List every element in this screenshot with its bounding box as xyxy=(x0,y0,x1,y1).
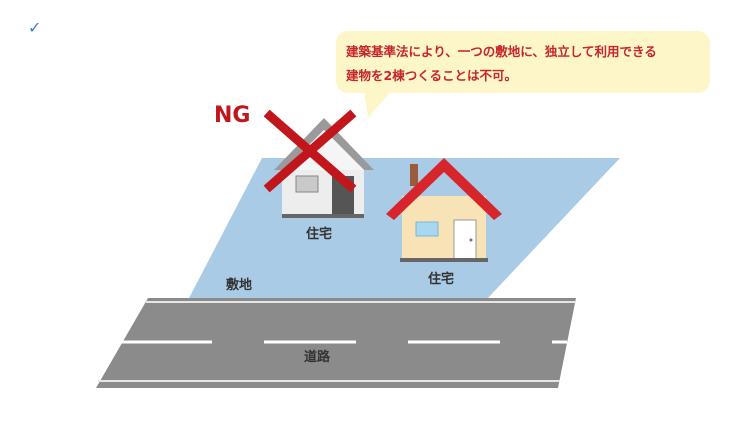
bubble-line-2: 建物を2棟つくることは不可。 xyxy=(346,68,517,83)
house-right-label: 住宅 xyxy=(428,272,455,287)
bubble-text: 建築基準法により、一つの敷地に、独立して利用できる 建物を2棟つくることは不可。 xyxy=(346,40,706,88)
ng-cross-icon xyxy=(263,109,357,193)
check-icon: ✓ xyxy=(28,18,42,37)
bubble-line-1: 建築基準法により、一つの敷地に、独立して利用できる xyxy=(346,44,657,59)
site-label: 敷地 xyxy=(226,278,253,293)
ng-label: NG xyxy=(214,103,251,128)
house-left-label: 住宅 xyxy=(306,227,333,242)
house-right xyxy=(386,158,502,262)
speech-bubble xyxy=(336,31,710,93)
bubble-tail xyxy=(364,90,392,118)
road-label: 道路 xyxy=(304,350,331,365)
